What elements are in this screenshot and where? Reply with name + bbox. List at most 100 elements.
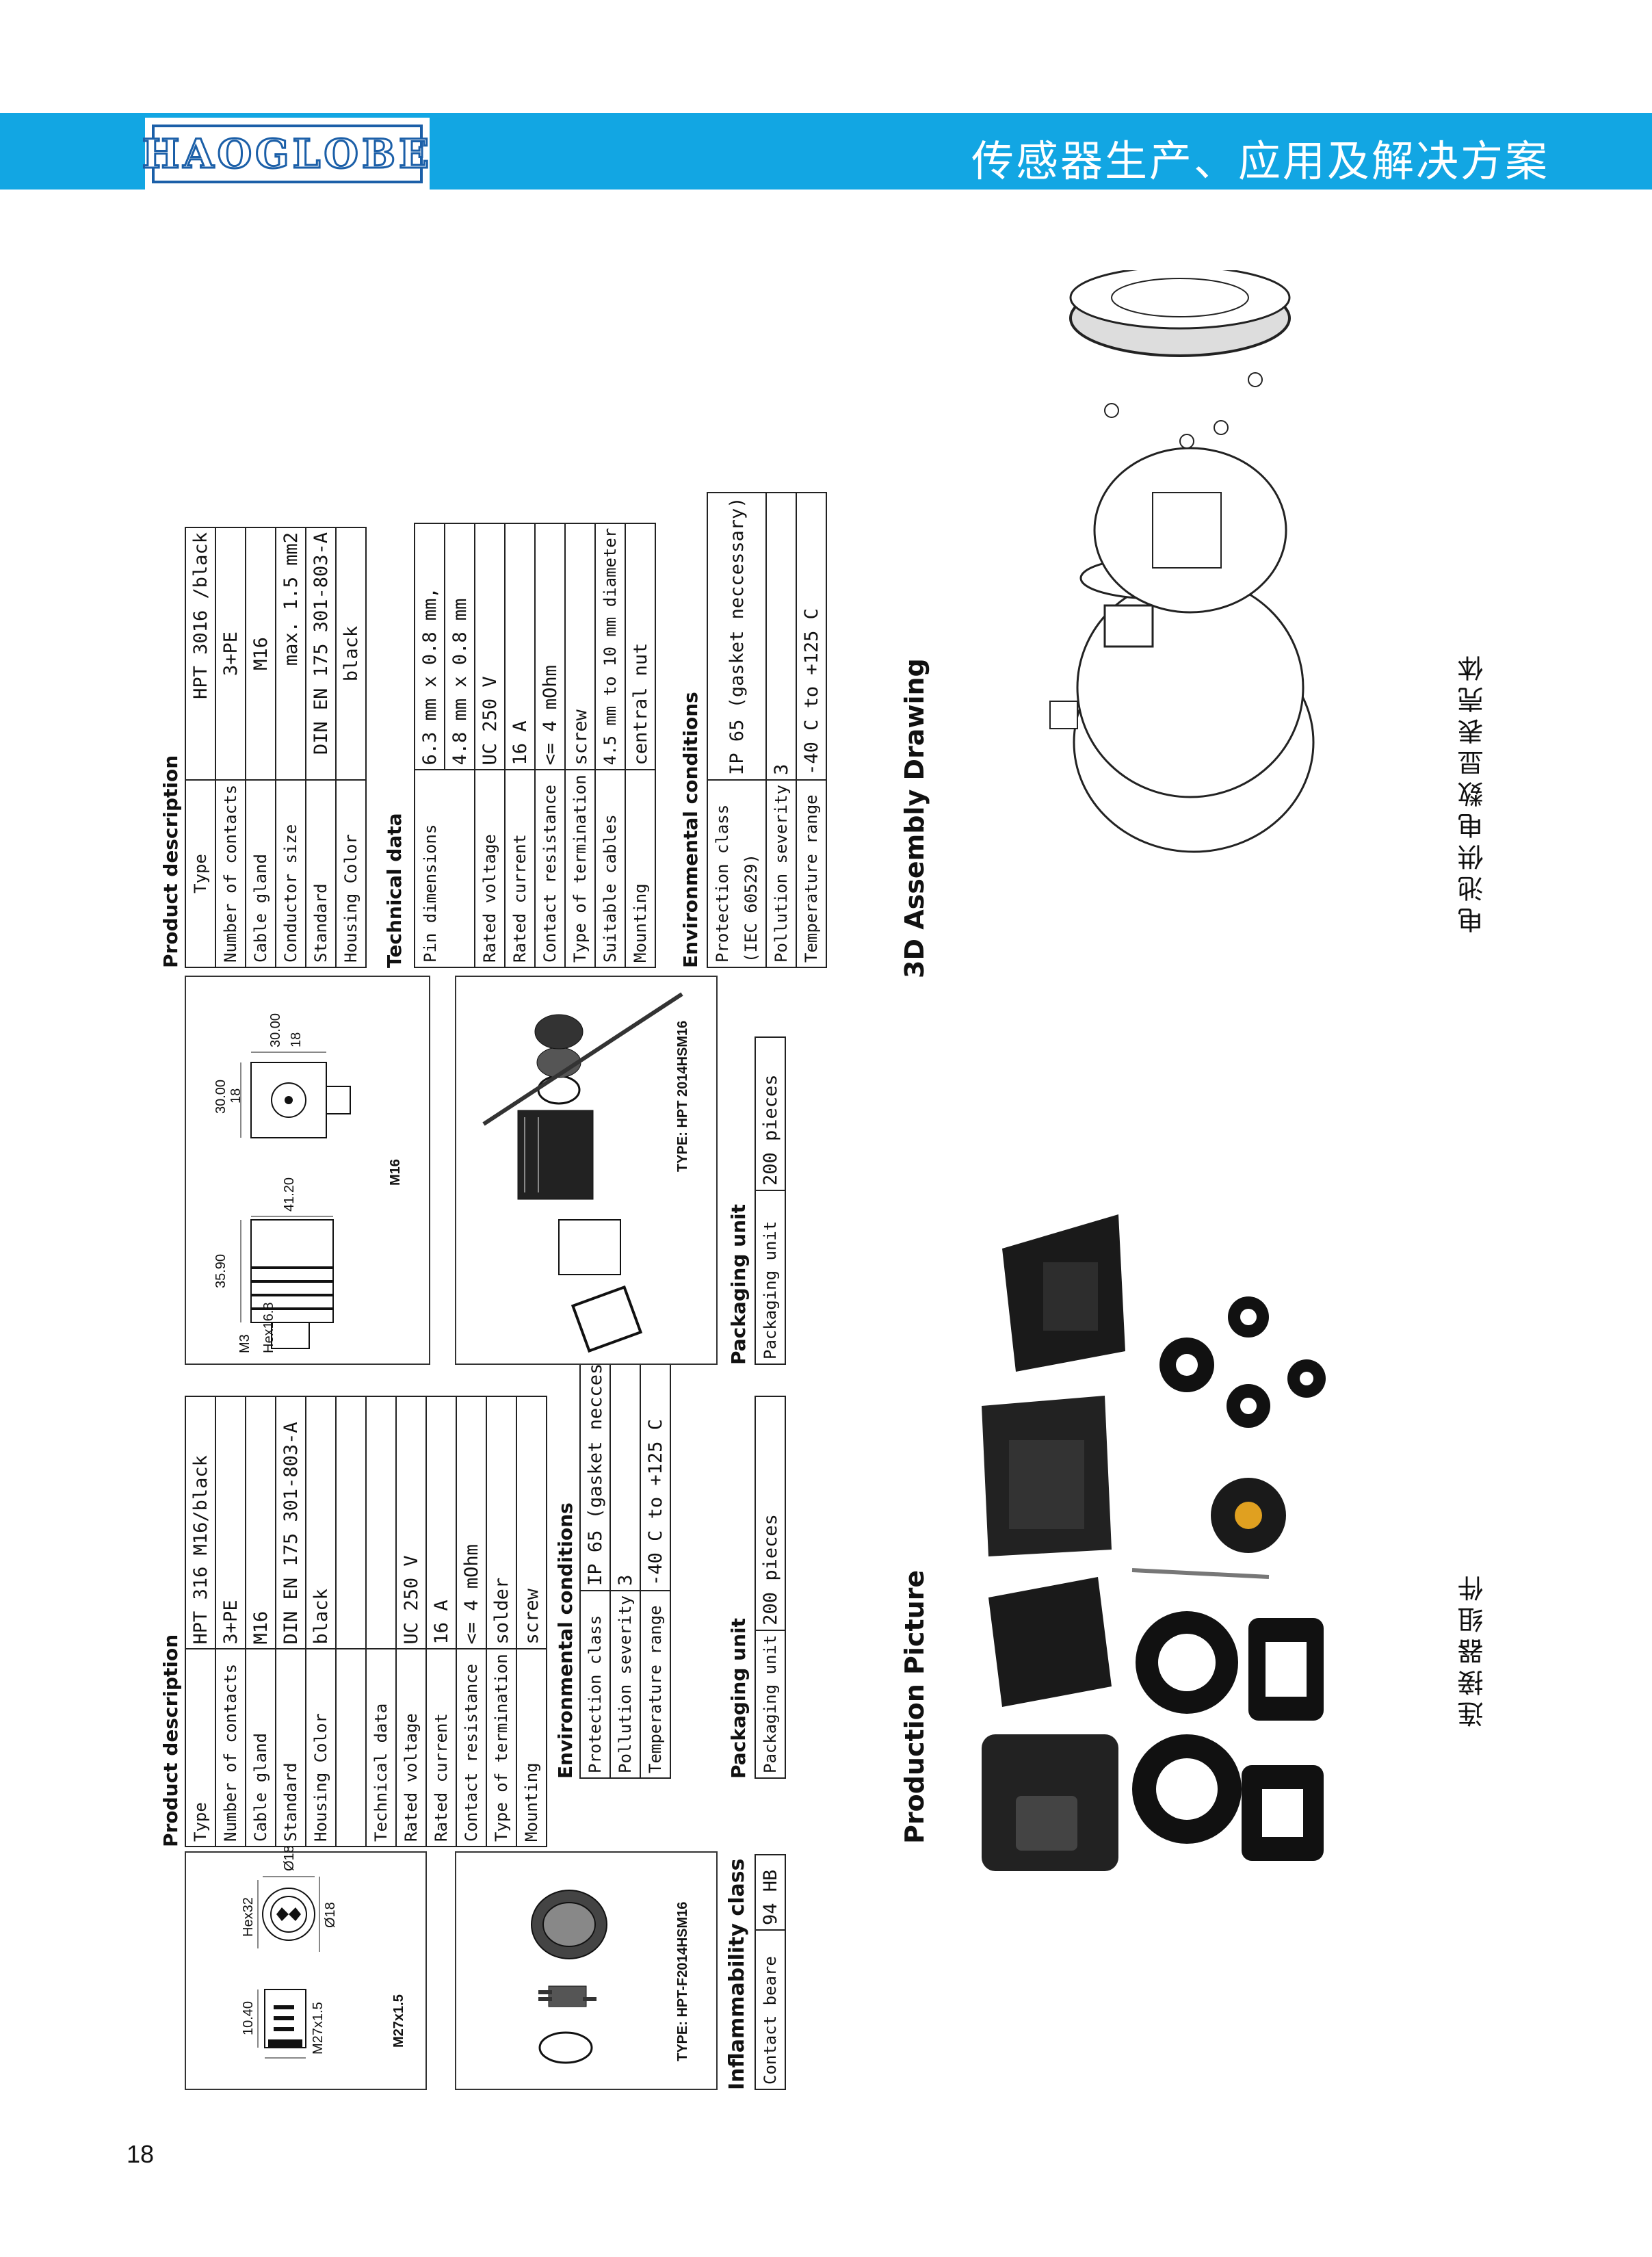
dim-label: Hex16.8 (261, 1302, 276, 1354)
spec-value: M16 (246, 527, 276, 780)
spec-key: Pin dimensions (415, 770, 445, 967)
assembly-caption: 电池供电数显表壳体 (1458, 650, 1488, 933)
dim-label: 35.90 (213, 1253, 228, 1288)
spec-value: 3+PE (215, 1396, 246, 1649)
spec-value: black (306, 1396, 336, 1649)
spec-key: (IEC 60529) (737, 779, 766, 967)
dimension-drawing-b: M3 Hex16.8 35.90 41.20 30.00 18 30.00 18… (185, 976, 430, 1365)
dim-label: Ø18 (323, 1902, 338, 1928)
assembly-drawing-heading: 3D Assembly Drawing (900, 658, 930, 978)
spec-key: Rated voltage (396, 1649, 426, 1847)
spec-key: Contact beare (755, 1930, 785, 2089)
spec-key: Mounting (516, 1649, 547, 1847)
spec-value: screw (516, 1396, 547, 1649)
spec-value: central nut (625, 523, 655, 770)
environmental-heading: Environmental conditions (554, 1502, 577, 1779)
spec-key: Type (185, 1649, 215, 1847)
spec-key: Housing Color (336, 779, 366, 967)
inflammability-heading: Inflammability class (725, 1858, 749, 2090)
spec-key: Temperature range (796, 779, 826, 967)
product-description-heading: Product description (159, 755, 182, 968)
production-picture-heading: Production Picture (900, 1569, 930, 1844)
spec-value: 16 A (505, 523, 535, 770)
spec-value: UC 250 V (475, 523, 505, 770)
spec-value: 6.3 mm x 0.8 mm, (415, 523, 445, 770)
logo: HAOGLOBE (141, 118, 433, 190)
environmental-heading: Environmental conditions (679, 692, 702, 968)
dim-label: 18 (289, 1032, 304, 1047)
spec-key: Packaging unit (755, 1190, 785, 1364)
spec-key: Cable gland (246, 1649, 276, 1847)
dim-label: 30.00 (268, 1013, 283, 1047)
spec-value: HPT 316 M16/black (185, 1396, 215, 1649)
rotated-content: 10.40 M27x1.5 Hex32 Ø18 Ø18 M27x1.5 TYPE… (159, 257, 1326, 2090)
spec-key: Protection class (580, 1590, 610, 1778)
spec-value: HPT 3016 /black (185, 527, 215, 780)
spec-key: Contact resistance (535, 770, 565, 967)
dim-label: Ø18 (282, 1845, 297, 1871)
technical-data-heading: Technical data (383, 813, 406, 969)
spec-key: Type of termination (565, 770, 595, 967)
spec-value: 200 pieces (755, 1037, 785, 1190)
spec-key: Cable gland (246, 779, 276, 967)
spec-key: Pollution severity (610, 1590, 640, 1778)
packaging-heading: Packaging unit (727, 1204, 750, 1365)
spec-key: Protection class (707, 779, 737, 967)
spec-value: black (336, 527, 366, 780)
spec-value: UC 250 V (396, 1396, 426, 1649)
dim-label: 30.00 (213, 1079, 228, 1114)
spec-key: Housing Color (306, 1649, 336, 1847)
spec-value: 16 A (426, 1396, 456, 1649)
spec-value: 200 pieces (755, 1396, 785, 1630)
spec-value: 94 HB (755, 1855, 785, 1930)
connector-exploded-drawing (531, 1890, 607, 2064)
production-caption: 连接器组件 (1458, 1570, 1488, 1727)
spec-key: Conductor size (276, 779, 306, 967)
spec-key (445, 770, 475, 967)
spec-value: DIN EN 175 301-803-A (276, 1396, 306, 1649)
connector-dimension-drawing (240, 1052, 351, 1349)
type-caption: TYPE: HPT-F2014HSM16 (675, 1901, 690, 2061)
spec-value: 3+PE (215, 527, 246, 780)
spec-key: Type of termination (486, 1649, 516, 1847)
connector-dimension-drawing (257, 1876, 320, 2059)
exploded-drawing-b: TYPE: HPT 2014HSM16 (455, 976, 718, 1365)
spec-value: solder (486, 1396, 516, 1649)
spec-value: -40 C to +125 C (796, 492, 826, 780)
spec-value: max. 1.5 mm2 (276, 527, 306, 780)
dimension-drawing-a: 10.40 M27x1.5 Hex32 Ø18 Ø18 M27x1.5 (185, 1845, 427, 2090)
connector-exploded-drawing (482, 992, 683, 1353)
spec-value: DIN EN 175 301-803-A (306, 527, 336, 780)
spec-value: IP 65 (gasket neccessary) (707, 492, 766, 780)
spec-key: Rated voltage (475, 770, 505, 967)
spec-key: Temperature range (640, 1590, 670, 1778)
product-description-heading: Product description (159, 1634, 182, 1847)
technical-data-heading: Technical data (366, 1649, 396, 1847)
spec-value: <= 4 mOhm (535, 523, 565, 770)
page-number: 18 (127, 2140, 155, 2168)
spec-key: Rated current (505, 770, 535, 967)
spec-key: Pollution severity (766, 779, 796, 967)
logo-text: HAOGLOBE (141, 130, 433, 179)
spec-key: Contact resistance (456, 1649, 486, 1847)
housing-assembly-drawing (1049, 270, 1315, 853)
spec-key: Type (185, 779, 215, 967)
dim-label: Hex32 (241, 1897, 256, 1937)
spec-value: screw (565, 523, 595, 770)
packaging-heading: Packaging unit (727, 1618, 750, 1779)
dim-label: 18 (228, 1088, 244, 1104)
type-caption: TYPE: HPT 2014HSM16 (675, 1020, 690, 1172)
spec-value: M16 (246, 1396, 276, 1649)
spec-value: 3 (766, 492, 796, 780)
connector-components-photo (982, 1214, 1326, 1871)
spec-value: <= 4 mOhm (456, 1396, 486, 1649)
exploded-drawing-a: TYPE: HPT-F2014HSM16 (455, 1851, 718, 2090)
dim-label: 41.20 (282, 1177, 297, 1212)
spec-key: Mounting (625, 770, 655, 967)
spec-value: 4.8 mm x 0.8 mm (445, 523, 475, 770)
